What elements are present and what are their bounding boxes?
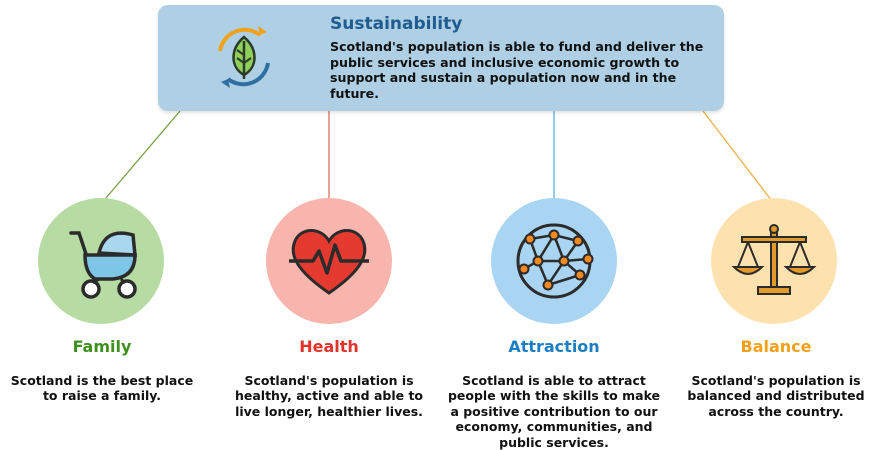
balance-title: Balance: [740, 337, 812, 356]
sustainability-description: Scotland's population is able to fund an…: [330, 39, 704, 101]
health-title: Health: [299, 337, 359, 356]
connector-family: [99, 110, 181, 206]
family-title: Family: [72, 337, 132, 356]
balance-circle: [711, 198, 837, 324]
family-description: Scotland is the best place to raise a fa…: [10, 373, 194, 404]
sustainability-box: Sustainability Scotland's population is …: [158, 5, 724, 111]
connector-balance: [702, 110, 776, 206]
health-description: Scotland's population is healthy, active…: [234, 373, 424, 419]
attraction-description: Scotland is able to attract people with …: [447, 373, 661, 450]
scales-icon: [731, 224, 817, 295]
health-circle: [266, 198, 392, 324]
network-globe-icon: [516, 223, 594, 299]
family-circle: [38, 198, 164, 324]
attraction-circle: [491, 198, 617, 324]
sustainability-leaf-icon: [218, 26, 270, 88]
heart-icon: [289, 229, 369, 295]
attraction-title: Attraction: [508, 337, 600, 356]
sustainability-title: Sustainability: [330, 14, 463, 34]
balance-description: Scotland's population is balanced and di…: [687, 373, 865, 419]
pram-icon: [69, 231, 137, 299]
